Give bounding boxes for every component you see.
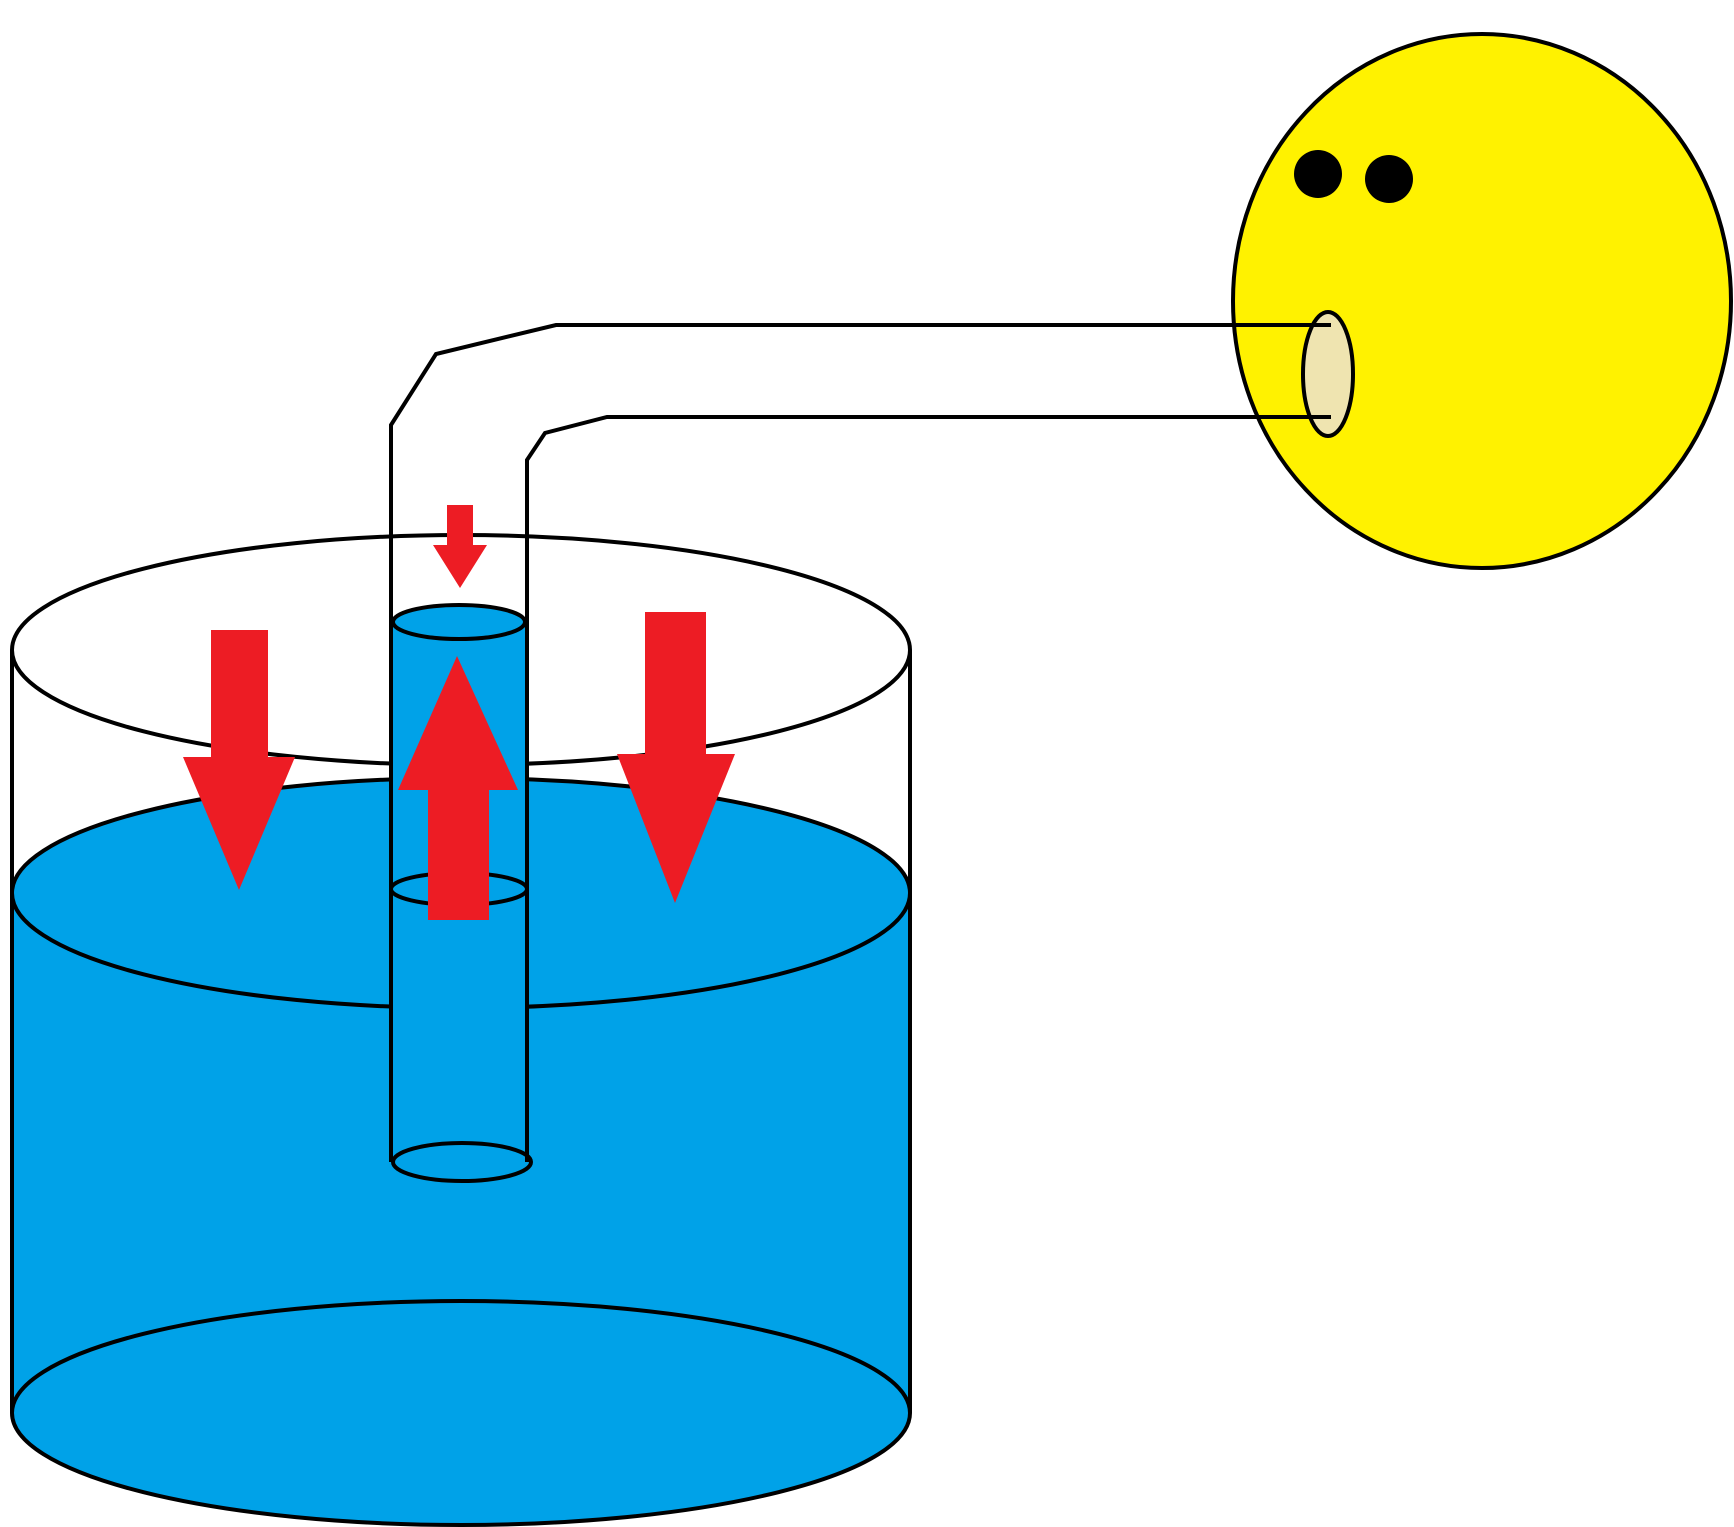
right-eye-icon (1365, 155, 1413, 203)
straw-inner-wall (525, 415, 1331, 1162)
face (1231, 32, 1733, 570)
straw-outer-wall (389, 323, 1331, 1162)
left-eye-icon (1294, 150, 1342, 198)
arrow-down-left (183, 630, 295, 890)
arrow-down-right (617, 612, 735, 903)
straw-bottom-opening (391, 1141, 533, 1183)
arrow-down-small-straw (433, 505, 487, 588)
pressure-arrows (183, 505, 735, 920)
beaker-bottom-ellipse (10, 1299, 912, 1527)
face-circle (1231, 32, 1733, 570)
straw-water-top (391, 603, 527, 641)
arrow-up-straw (398, 656, 518, 920)
mouth (1301, 310, 1355, 438)
